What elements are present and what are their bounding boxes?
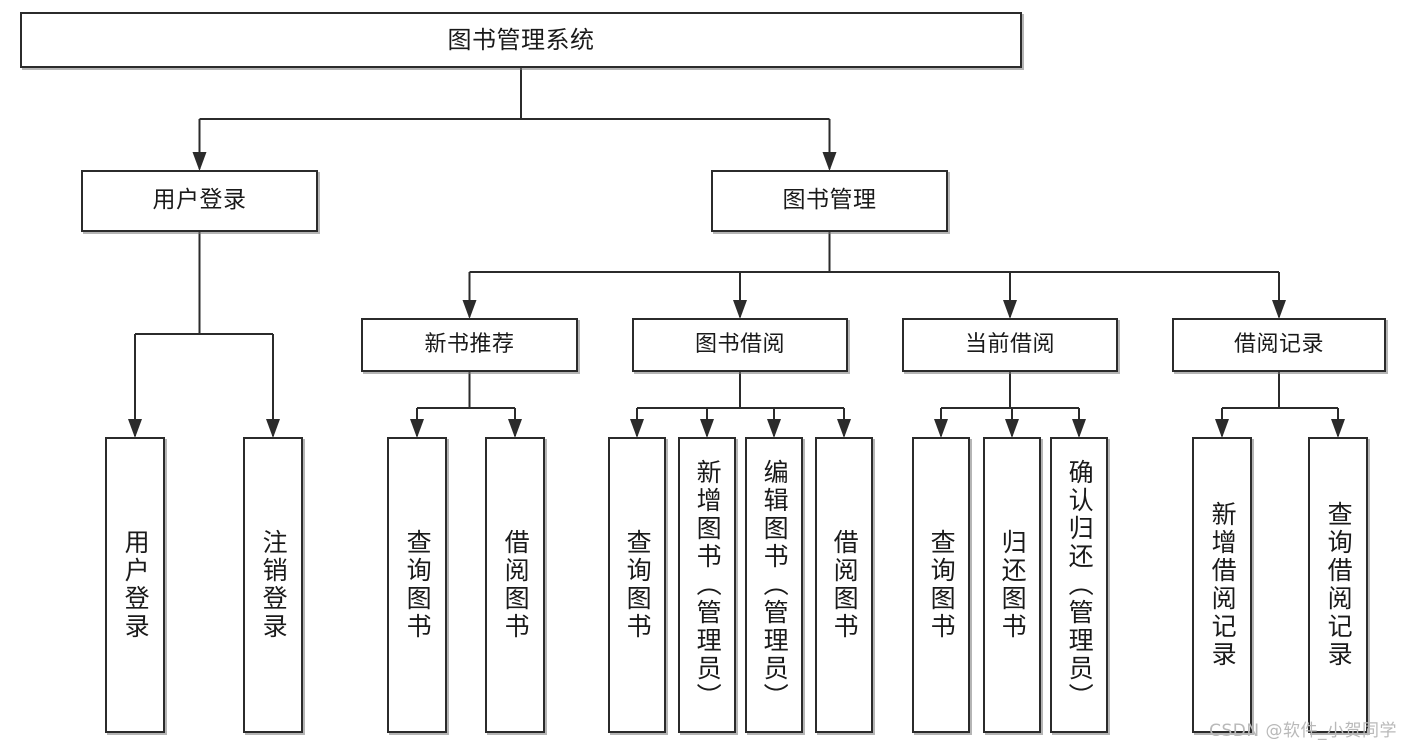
node-label-leaf-query-book-2: 查询图书: [623, 529, 653, 641]
node-label-leaf-logout: 注销登录: [259, 529, 289, 641]
arrowhead-icon-leaf-query-record: [1331, 419, 1345, 438]
arrowhead-icon-leaf-query-book-1: [410, 419, 424, 438]
node-label-leaf-return-book: 归还图书: [998, 529, 1028, 641]
node-leaf-query-record[interactable]: 查询借阅记录: [1308, 437, 1368, 733]
node-book-borrow[interactable]: 图书借阅: [632, 318, 848, 372]
arrowhead-icon-leaf-borrow-book-1: [508, 419, 522, 438]
node-borrow-record[interactable]: 借阅记录: [1172, 318, 1386, 372]
node-leaf-logout[interactable]: 注销登录: [243, 437, 303, 733]
node-leaf-confirm-return[interactable]: 确认归还（管理员）: [1050, 437, 1108, 733]
arrowhead-icon-leaf-borrow-book-2: [837, 419, 851, 438]
node-leaf-query-book-2[interactable]: 查询图书: [608, 437, 666, 733]
node-label-leaf-query-book-1: 查询图书: [403, 529, 433, 641]
node-leaf-query-book-1[interactable]: 查询图书: [387, 437, 447, 733]
arrowhead-icon-borrow-record: [1272, 300, 1286, 319]
node-leaf-query-book-3[interactable]: 查询图书: [912, 437, 970, 733]
node-leaf-add-book[interactable]: 新增图书（管理员）: [678, 437, 736, 733]
arrowhead-icon-current-borrow: [1003, 300, 1017, 319]
node-leaf-edit-book[interactable]: 编辑图书（管理员）: [745, 437, 803, 733]
node-root[interactable]: 图书管理系统: [20, 12, 1022, 68]
arrowhead-icon-leaf-return-book: [1005, 419, 1019, 438]
node-label-leaf-borrow-book-1: 借阅图书: [501, 529, 531, 641]
node-label-current-borrow: 当前借阅: [964, 332, 1055, 358]
node-label-book-borrow: 图书借阅: [694, 332, 785, 358]
node-leaf-borrow-book-1[interactable]: 借阅图书: [485, 437, 545, 733]
arrowhead-icon-leaf-add-record: [1215, 419, 1229, 438]
arrowhead-icon-leaf-confirm-return: [1072, 419, 1086, 438]
node-current-borrow[interactable]: 当前借阅: [902, 318, 1118, 372]
arrowhead-icon-user-login: [192, 152, 207, 171]
arrowhead-icon-book-borrow: [733, 300, 747, 319]
node-label-leaf-query-record: 查询借阅记录: [1324, 501, 1354, 669]
node-label-root: 图书管理系统: [447, 25, 595, 54]
node-label-borrow-record: 借阅记录: [1233, 332, 1324, 358]
arrowhead-icon-new-book-rec: [462, 300, 477, 319]
arrowhead-icon-leaf-query-book-2: [630, 419, 644, 438]
arrowhead-icon-leaf-query-book-3: [934, 419, 948, 438]
node-label-user-login: 用户登录: [152, 187, 247, 214]
arrowhead-icon-book-manage: [822, 152, 837, 171]
node-label-new-book-rec: 新书推荐: [424, 332, 515, 358]
node-label-leaf-add-record: 新增借阅记录: [1208, 501, 1238, 669]
node-user-login[interactable]: 用户登录: [81, 170, 318, 232]
arrowhead-icon-leaf-user-login: [128, 419, 142, 438]
arrowhead-icon-leaf-add-book: [700, 419, 714, 438]
node-label-leaf-borrow-book-2: 借阅图书: [830, 529, 860, 641]
node-new-book-rec[interactable]: 新书推荐: [361, 318, 578, 372]
node-label-book-manage: 图书管理: [782, 187, 877, 214]
arrowhead-icon-leaf-logout: [266, 419, 280, 438]
watermark-text: CSDN @软件_小贺同学: [1209, 721, 1397, 741]
node-label-leaf-query-book-3: 查询图书: [927, 529, 957, 641]
node-leaf-user-login[interactable]: 用户登录: [105, 437, 165, 733]
node-label-leaf-edit-book: 编辑图书（管理员）: [760, 459, 790, 711]
node-leaf-add-record[interactable]: 新增借阅记录: [1192, 437, 1252, 733]
node-label-leaf-user-login: 用户登录: [121, 529, 151, 641]
node-leaf-borrow-book-2[interactable]: 借阅图书: [815, 437, 873, 733]
node-leaf-return-book[interactable]: 归还图书: [983, 437, 1041, 733]
arrowhead-icon-leaf-edit-book: [767, 419, 781, 438]
node-book-manage[interactable]: 图书管理: [711, 170, 948, 232]
node-label-leaf-add-book: 新增图书（管理员）: [693, 459, 723, 711]
node-label-leaf-confirm-return: 确认归还（管理员）: [1065, 459, 1095, 711]
